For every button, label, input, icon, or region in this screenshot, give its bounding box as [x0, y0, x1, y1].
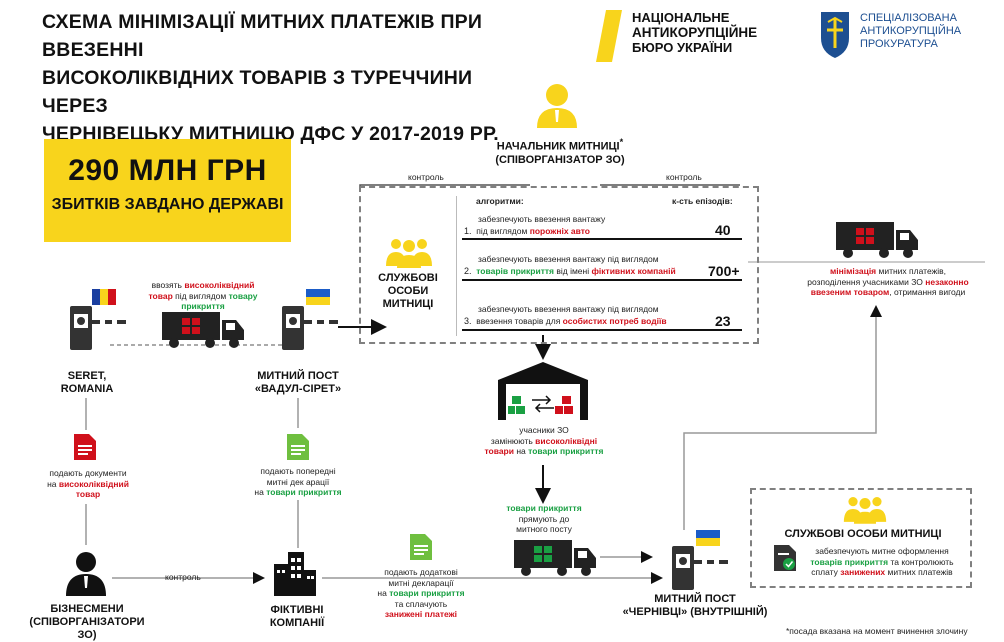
businessmen-label: БІЗНЕСМЕНИ (СПІВОРГАНІЗАТОРИ ЗО) [29, 603, 145, 641]
episodes-header: к-сть епізодів: [672, 196, 733, 206]
algo-row-2-line [462, 279, 742, 281]
algo-row-1-detail: 1. під виглядом порожніх авто [464, 226, 590, 236]
cover-truck-icon [512, 538, 598, 578]
docs-note: подають документи на високоліквідний тов… [47, 468, 129, 499]
businessman-icon [64, 550, 108, 596]
romania-flag-icon [92, 289, 116, 305]
officials-group-icon [384, 236, 434, 268]
officials-group-icon-2 [842, 494, 888, 524]
result-truck-icon [834, 220, 920, 260]
warehouse-note: учасники ЗО замінюють високоліквідні тов… [484, 425, 604, 456]
seret-label: SERET, ROMANIA [60, 370, 114, 395]
title-line-1: СХЕМА МІНІМІЗАЦІЇ МИТНИХ ПЛАТЕЖІВ ПРИ ВВ… [42, 11, 483, 61]
algo-row-3-detail: 3. ввезення товарів для особистих потреб… [464, 316, 667, 326]
damage-caption: ЗБИТКІВ ЗАВДАНО ДЕРЖАВІ [51, 196, 284, 213]
title-line-2: ВИСОКОЛІКВІДНИХ ТОВАРІВ З ТУРЕЧЧИНИ ЧЕРЕ… [42, 67, 473, 117]
document-check-icon [774, 545, 796, 571]
algo-row-3-line [462, 329, 742, 331]
vadul-post-icon [278, 300, 338, 352]
document-green-icon-2 [410, 534, 432, 560]
truck-icon [160, 310, 246, 350]
fictive-companies-label: ФІКТИВНІ КОМПАНІЇ [269, 604, 325, 629]
warehouse-icon [498, 362, 588, 420]
algo-header: алгоритми: [476, 196, 524, 206]
prelim-note: подають попередні митні дек арації на то… [254, 466, 342, 497]
nabu-logo-icon [596, 10, 622, 62]
document-red-icon [74, 434, 96, 460]
control-label-left: контроль [408, 172, 444, 182]
officials-clearance-note: забезпечують митне оформлення товарів пр… [810, 546, 954, 577]
import-note: ввозять високоліквідний товар під вигляд… [148, 280, 258, 311]
vadul-label: МИТНИЙ ПОСТ «ВАДУЛ-СІРЕТ» [254, 370, 342, 395]
algo-row-1-count: 40 [715, 222, 731, 238]
officials-clearance-box [750, 488, 972, 588]
officials-label: СЛУЖБОВІ ОСОБИ МИТНИЦІ [378, 272, 438, 310]
footnote: *посада вказана на момент вчинення злочи… [786, 626, 968, 636]
algo-row-1-text: забезпечують ввезення вантажу [478, 214, 606, 224]
chief-label: НАЧАЛЬНИК МИТНИЦІ* (СПІВОРГАНІЗАТОР ЗО) [495, 137, 625, 166]
algo-divider [456, 196, 458, 336]
algo-row-2-count: 700+ [708, 263, 740, 279]
officials-clearance-title: СЛУЖБОВІ ОСОБИ МИТНИЦІ [784, 528, 942, 540]
seret-post-icon [66, 300, 126, 352]
algo-row-2-text: забезпечують ввезення вантажу під вигляд… [478, 254, 659, 264]
sap-logo-text: СПЕЦІАЛІЗОВАНА АНТИКОРУПЦІЙНА ПРОКУРАТУР… [860, 12, 962, 50]
control-label-right: контроль [666, 172, 702, 182]
nabu-logo-text: НАЦІОНАЛЬНЕ АНТИКОРУПЦІЙНЕ БЮРО УКРАЇНИ [632, 10, 758, 55]
sap-emblem-icon [817, 8, 853, 60]
buildings-icon [272, 550, 318, 596]
chief-person-icon [533, 82, 581, 128]
document-green-icon [287, 434, 309, 460]
page-title: СХЕМА МІНІМІЗАЦІЇ МИТНИХ ПЛАТЕЖІВ ПРИ ВВ… [42, 8, 522, 148]
chernivtsi-post-icon [668, 540, 728, 592]
algo-row-3-text: забезпечують ввезення вантажу під вигляд… [478, 304, 659, 314]
damage-amount: 290 МЛН ГРН [68, 154, 267, 187]
chernivtsi-label: МИТНИЙ ПОСТ «ЧЕРНІВЦІ» (ВНУТРІШНІЙ) [622, 593, 768, 618]
algo-row-2-detail: 2. товарів прикриття від імені фіктивних… [464, 266, 676, 276]
damage-box: 290 МЛН ГРН ЗБИТКІВ ЗАВДАНО ДЕРЖАВІ [44, 139, 291, 242]
extra-declarations-note: подають додаткові митні декларації на то… [377, 567, 465, 619]
algo-row-1-line [462, 238, 742, 240]
cover-note: товари прикриття прямують до митного пос… [506, 503, 582, 534]
algorithms-box [359, 186, 759, 344]
ukraine-flag-icon-2 [696, 530, 720, 546]
algo-row-3-count: 23 [715, 313, 731, 329]
ukraine-flag-icon [306, 289, 330, 305]
result-note: мінімізація митних платежів, розподіленн… [807, 266, 969, 297]
control-label-bottom: контроль [165, 572, 201, 582]
